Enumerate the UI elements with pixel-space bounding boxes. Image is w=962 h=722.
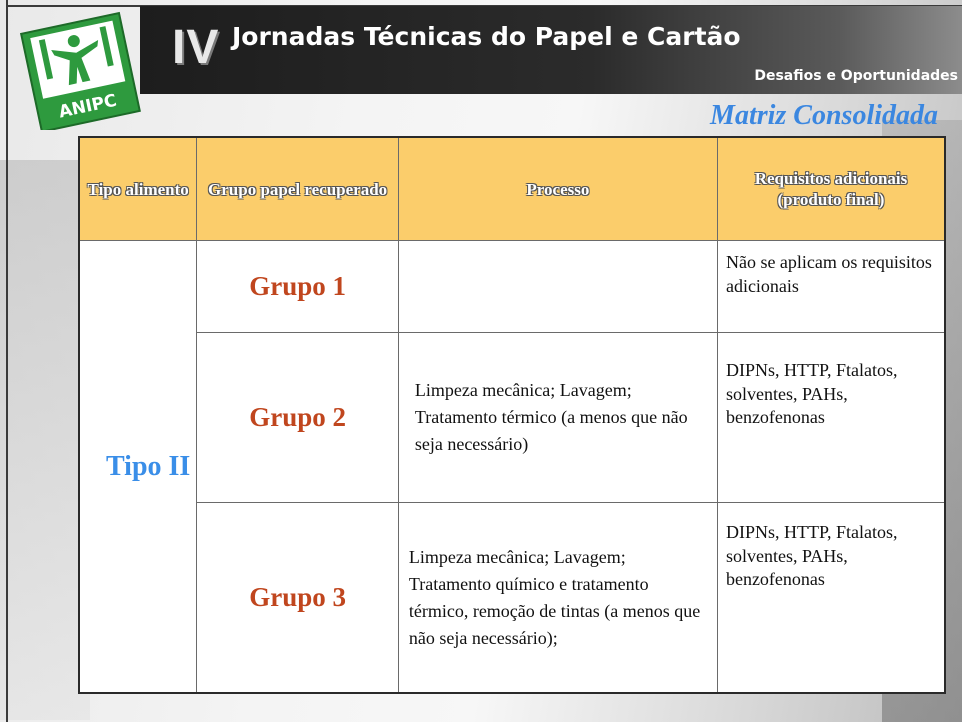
processo-line: Limpeza mecânica; Lavagem; <box>408 546 626 567</box>
edition-numeral: IV <box>172 21 220 74</box>
requisitos-cell: DIPNs, HTTP, Ftalatos, solventes, PAHs, … <box>716 332 946 504</box>
processo-cell: Limpeza mecânica; Lavagem; Tratamento qu… <box>397 502 718 694</box>
requisitos-cell: DIPNs, HTTP, Ftalatos, solventes, PAHs, … <box>716 502 946 694</box>
grupo-cell: Grupo 1 <box>196 240 399 334</box>
table-header-row: Tipo alimento Grupo papel recuperado Pro… <box>78 136 946 242</box>
tipo-cell: Tipo II <box>78 240 198 694</box>
processo-cell: Limpeza mecânica; Lavagem; Tratamento té… <box>397 332 718 504</box>
table-row: Tipo II Grupo 1 Não se aplicam os requis… <box>78 240 946 694</box>
header-grupo-papel: Grupo papel recuperado <box>196 136 399 242</box>
table-row: Grupo 3 Limpeza mecânica; Lavagem; Trata… <box>79 502 946 694</box>
processo-cell <box>397 240 718 334</box>
slide-title: Matriz Consolidada <box>710 100 938 131</box>
processo-line: Tratamento químico e tratamento térmico,… <box>408 573 701 648</box>
header-requisitos: Requisitos adicionais (produto final) <box>716 136 946 242</box>
anipc-logo: ANIPC <box>16 10 148 133</box>
header-tipo-alimento: Tipo alimento <box>78 136 198 242</box>
matrix-table: Tipo alimento Grupo papel recuperado Pro… <box>78 136 946 694</box>
processo-line: Limpeza mecânica; Lavagem; <box>414 380 632 401</box>
event-subtitle: Desafios e Oportunidades <box>754 68 958 84</box>
frame-line <box>6 0 8 722</box>
header-band <box>140 6 962 94</box>
processo-line: Tratamento térmico (a menos que não seja… <box>414 407 688 455</box>
requisitos-cell: Não se aplicam os requisitos adicionais <box>716 240 946 334</box>
background-machinery-left <box>0 160 90 720</box>
header-processo: Processo <box>397 136 718 242</box>
event-title: Jornadas Técnicas do Papel e Cartão <box>232 22 741 51</box>
table-row: Grupo 2 Limpeza mecânica; Lavagem; Trata… <box>79 332 946 504</box>
grupo-cell: Grupo 3 <box>196 502 399 694</box>
grupo-cell: Grupo 2 <box>196 332 399 504</box>
